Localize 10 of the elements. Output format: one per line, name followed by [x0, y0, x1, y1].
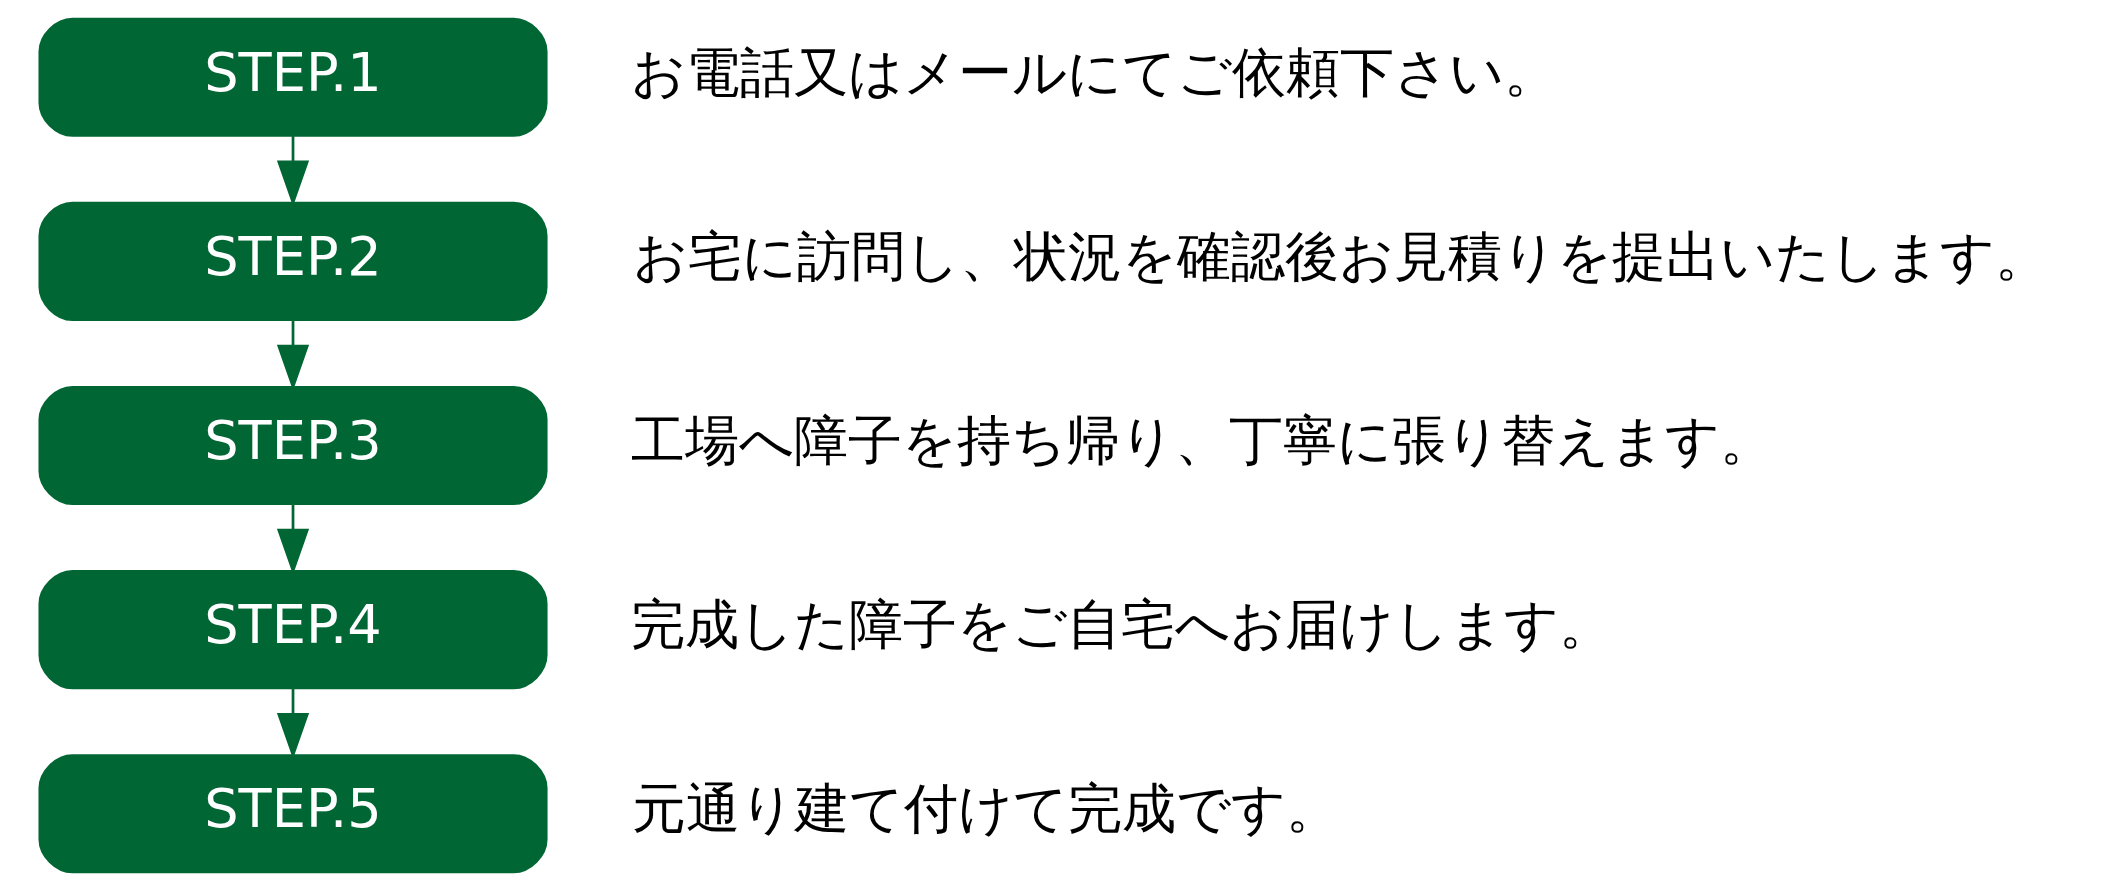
node-label: 元通り建て付けて完成です。 [631, 777, 1340, 841]
node-box: STEP.3 [37, 385, 548, 506]
node-label: 完成した障子をご自宅へお届けします。 [630, 593, 1613, 657]
node-label: 工場へ障子を持ち帰り、丁寧に張り替えます。 [630, 409, 1774, 473]
node-label: お宅に訪問し、状況を確認後お見積りを提出いたします。 [632, 224, 2049, 288]
node-label: お電話又はメールにてご依頼下さい。 [630, 40, 1558, 104]
node-box: STEP.5 [37, 754, 548, 874]
node-box: STEP.4 [37, 570, 548, 690]
node-box: STEP.2 [37, 201, 548, 321]
node-box: STEP.1 [37, 17, 548, 137]
